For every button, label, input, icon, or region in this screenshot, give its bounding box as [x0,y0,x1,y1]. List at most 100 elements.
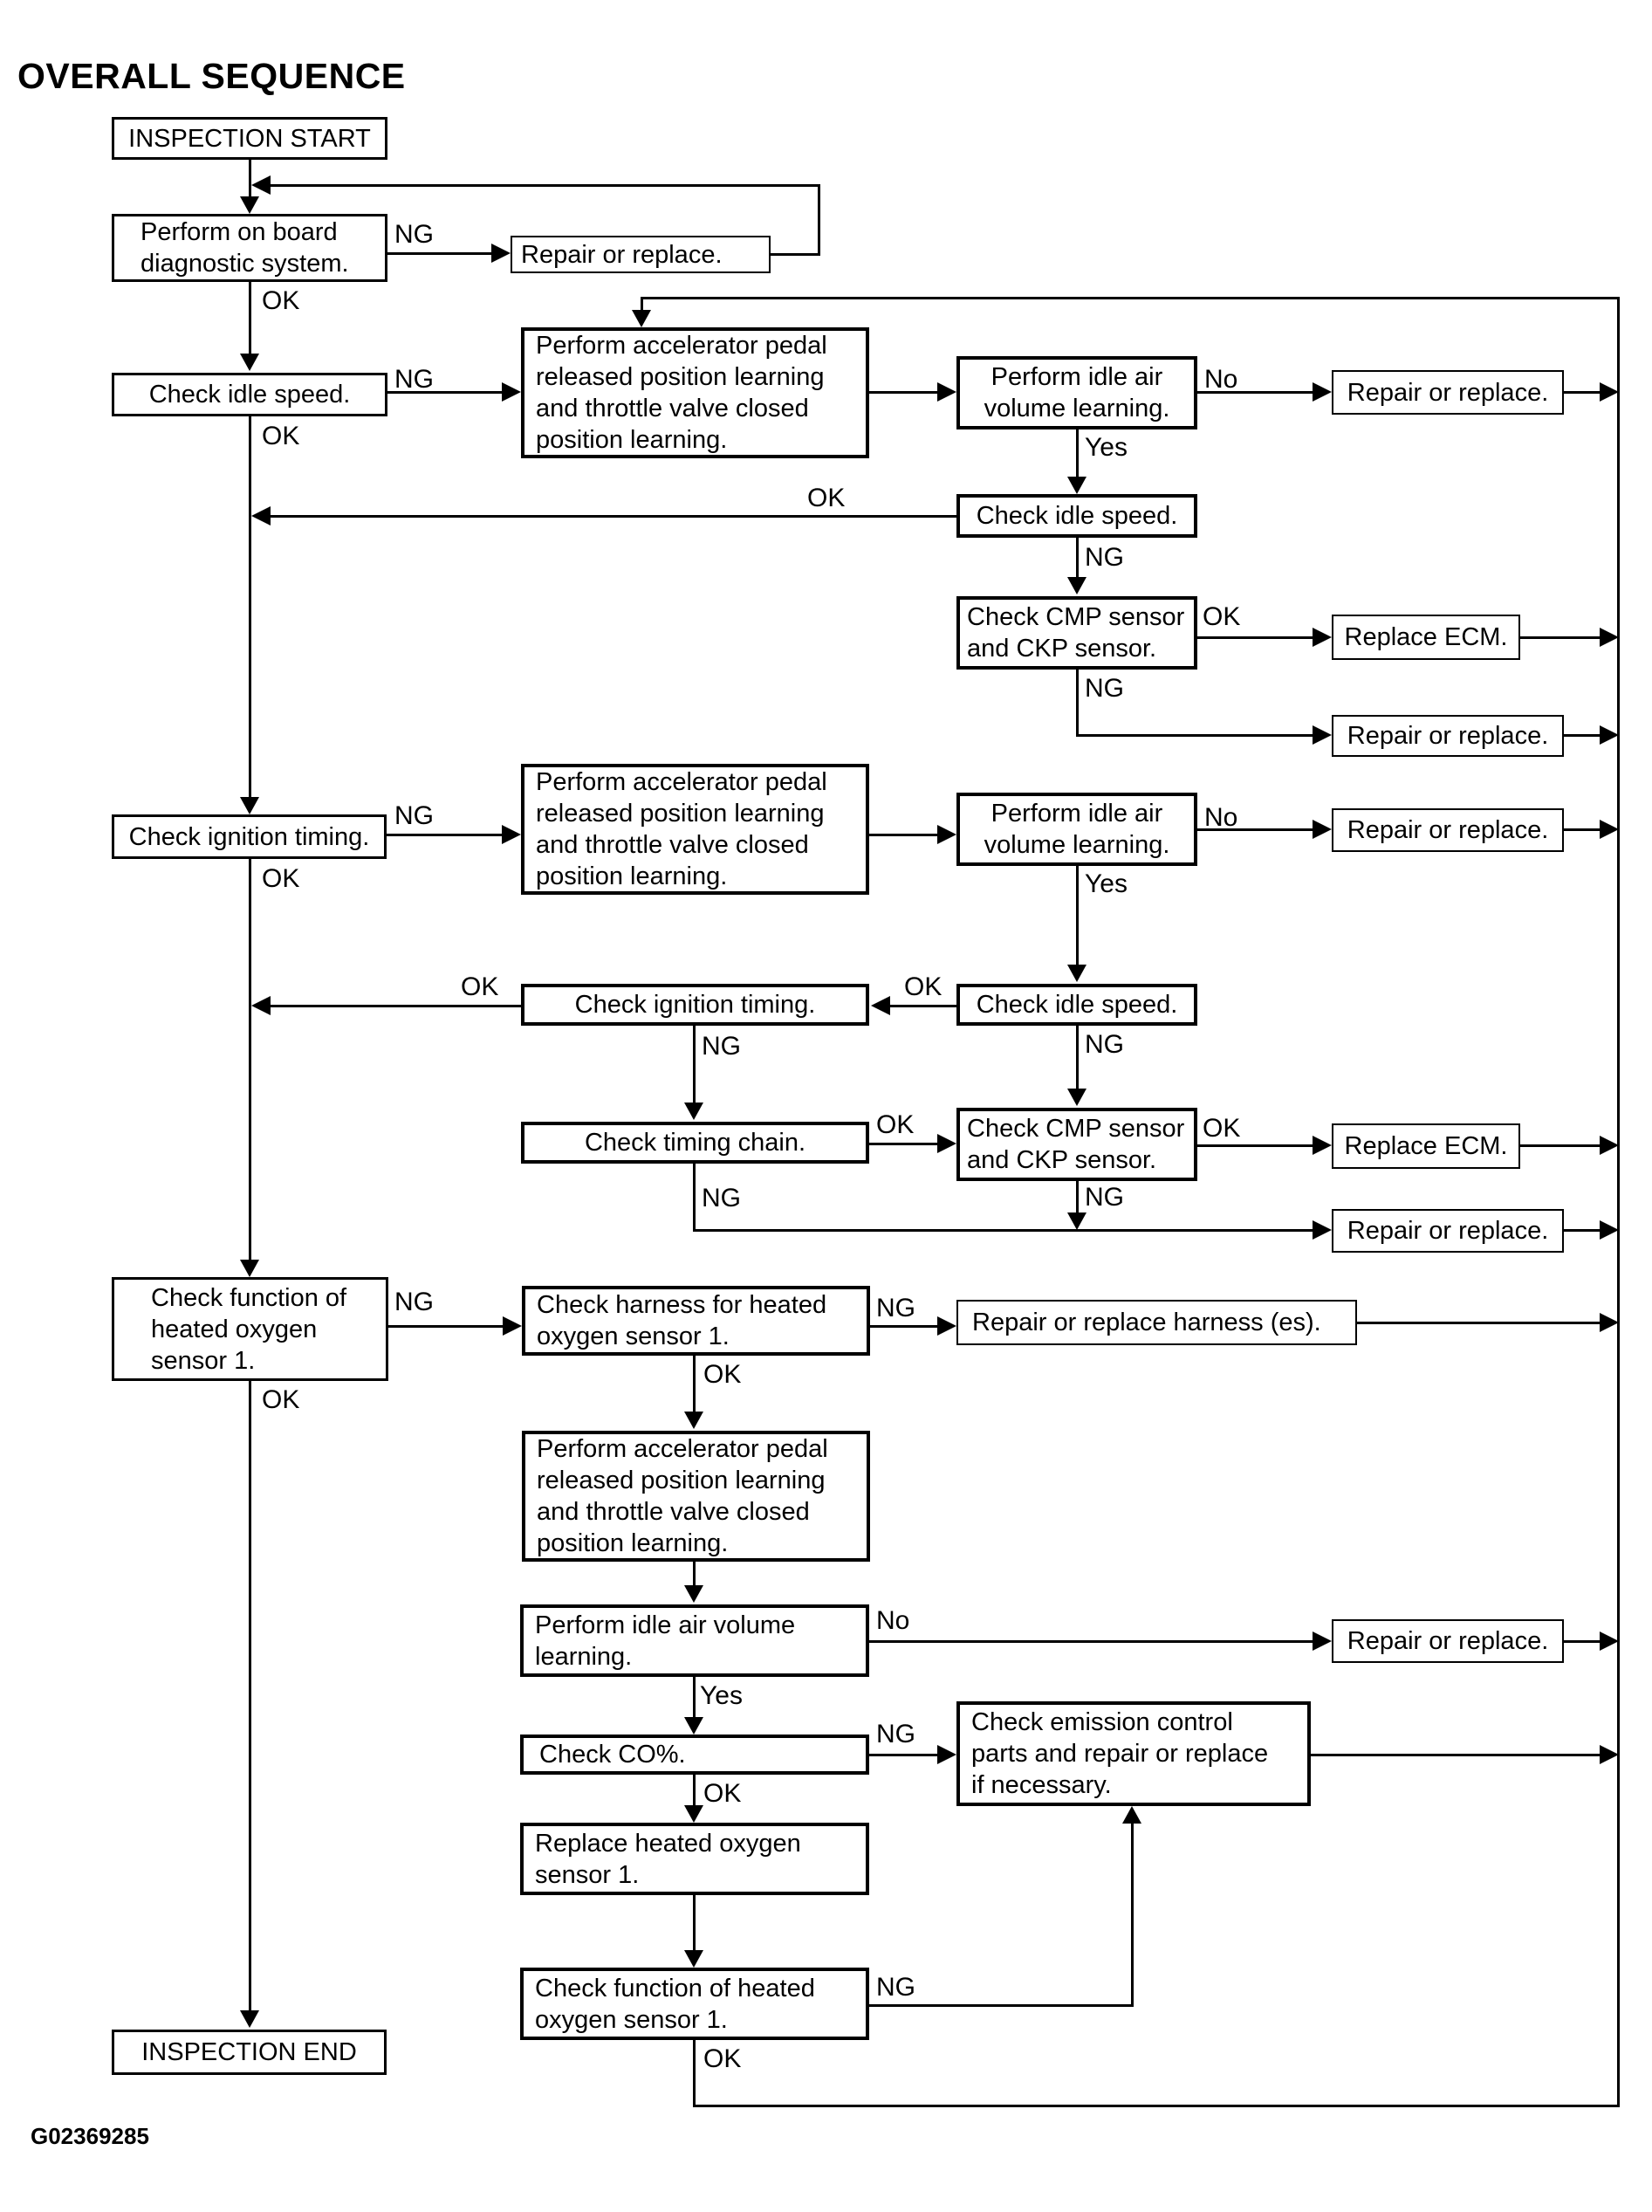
connector-line [1076,538,1079,577]
connector-line [249,859,251,1260]
node-repair-or-replace-3: Repair or replace. [1332,715,1564,757]
arrowhead-left [251,996,271,1015]
node-check-idle-speed-2: Check idle speed. [956,494,1197,538]
node-replace-ecm-2: Replace ECM. [1332,1123,1520,1169]
arrowhead-down [240,797,259,814]
arrowhead-down [240,196,259,214]
connector-line [1564,734,1600,737]
edge-label-ng: NG [1085,1030,1124,1059]
arrowhead-down [1067,477,1086,494]
arrowhead-right [502,825,521,844]
arrowhead-right [1600,725,1619,745]
node-accel-pedal-learning-2: Perform accelerator pedal released posit… [521,764,869,895]
node-check-o2-function-1: Check function of heated oxygen sensor 1… [112,1277,388,1381]
edge-label-ok: OK [703,1360,742,1389]
node-check-o2-function-2: Check function of heated oxygen sensor 1… [520,1968,869,2040]
arrowhead-right [1313,1632,1332,1651]
edge-label-ng: NG [394,220,434,249]
node-accel-pedal-learning-3: Perform accelerator pedal released posit… [522,1431,870,1562]
edge-label-ng: NG [394,801,434,830]
node-idle-air-volume-2: Perform idle air volume learning. [956,793,1197,866]
arrowhead-left [251,506,271,526]
connector-line [693,1026,696,1103]
node-check-ignition-timing-2: Check ignition timing. [521,984,869,1026]
arrowhead-down [1067,1089,1086,1106]
connector-line [1617,297,1620,2107]
arrowhead-down [240,1260,259,1277]
connector-line [1076,429,1079,477]
connector-line [249,282,251,354]
edge-label-ok: OK [262,286,300,315]
edge-label-no: No [876,1606,910,1635]
connector-line [1076,734,1313,737]
arrowhead-right [1313,628,1332,647]
edge-label-ng: NG [1085,543,1124,572]
arrowhead-right [937,1134,956,1153]
connector-line [771,253,820,256]
connector-line [1564,1229,1600,1232]
edge-label-ng: NG [876,1720,915,1748]
connector-line [887,1005,956,1007]
connector-line [1197,636,1313,639]
arrowhead-left [871,996,890,1015]
connector-line [259,515,956,518]
connector-line [818,184,820,256]
connector-line [693,1775,696,1805]
node-accel-pedal-learning-1: Perform accelerator pedal released posit… [521,327,869,458]
edge-label-ok: OK [703,2044,742,2073]
edge-label-ok: OK [262,1385,300,1414]
arrowhead-down [684,1585,703,1603]
connector-line [693,1164,696,1230]
connector-line [1564,391,1600,394]
connector-line [1564,1640,1600,1643]
connector-line [869,834,937,836]
node-repair-or-replace-5: Repair or replace. [1332,1209,1564,1253]
edge-label-no: No [1204,803,1238,832]
connector-line [869,391,937,394]
edge-label-ok: OK [461,972,499,1001]
connector-line [869,2004,1133,2007]
arrowhead-right [937,825,956,844]
arrowhead-down [1067,965,1086,982]
connector-line [1564,828,1600,831]
connector-line [249,160,251,196]
connector-line [1197,1144,1313,1147]
arrowhead-right [502,382,521,402]
node-repair-harness: Repair or replace harness (es). [956,1300,1357,1345]
arrowhead-down [684,1103,703,1120]
connector-line [693,1562,696,1585]
arrowhead-right [491,244,511,263]
connector-line [387,834,502,836]
edge-label-ok: OK [876,1110,915,1139]
edge-label-ok: OK [703,1779,742,1808]
edge-label-ng: NG [876,1294,915,1322]
arrowhead-right [503,1316,522,1336]
connector-line [1076,670,1079,737]
edge-label-ok: OK [262,864,300,893]
node-replace-o2-sensor: Replace heated oxygen sensor 1. [520,1823,869,1895]
arrowhead-down [632,310,651,327]
connector-line [693,2040,696,2107]
edge-label-yes: Yes [1085,433,1128,462]
arrowhead-right [1600,1745,1619,1764]
edge-label-ng: NG [876,1973,915,2002]
node-replace-ecm-1: Replace ECM. [1332,615,1520,660]
arrowhead-right [1313,1220,1332,1240]
node-check-cmp-ckp-1: Check CMP sensor and CKP sensor. [956,596,1197,670]
arrowhead-right [1313,1136,1332,1155]
arrowhead-right [1313,382,1332,402]
arrowhead-up [1122,1806,1141,1824]
edge-label-ok: OK [262,422,300,450]
connector-line [870,1325,937,1328]
edge-label-ok: OK [1203,602,1241,631]
connector-line [249,416,251,797]
arrowhead-right [1600,1632,1619,1651]
arrowhead-right [1600,1313,1619,1332]
arrowhead-left [251,175,271,195]
node-idle-air-volume-3: Perform idle air volume learning. [520,1604,869,1677]
edge-label-ng: NG [1085,674,1124,703]
connector-line [1197,828,1313,831]
connector-line [1311,1754,1600,1756]
edge-label-ng: NG [1085,1183,1124,1212]
